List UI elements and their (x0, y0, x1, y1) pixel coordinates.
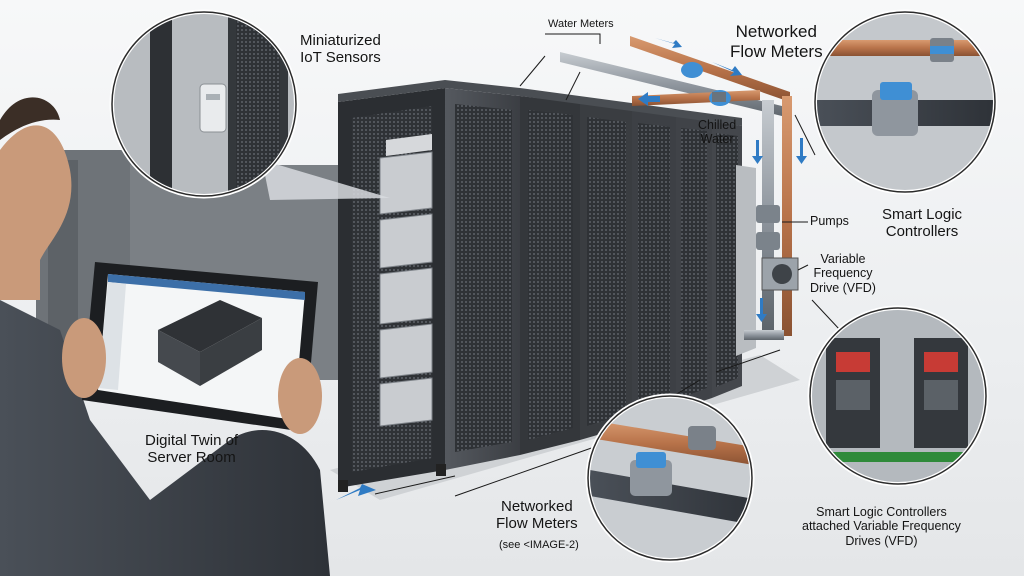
chilled-water-label: Chilled Water (698, 118, 737, 147)
pumps-label: Pumps (810, 214, 849, 228)
networked-flow-meters-top-label: Networked Flow Meters (730, 22, 823, 61)
water-meters-label: Water Meters (548, 18, 614, 30)
slc-vfd-caption: Smart Logic Controllers attached Variabl… (802, 505, 961, 548)
vfd-panel-callout (807, 305, 989, 487)
engineer-with-tablet (0, 97, 330, 576)
digital-twin-model (158, 300, 262, 386)
vfd-label: Variable Frequency Drive (VFD) (810, 252, 876, 295)
iot-callout-pointer (262, 160, 390, 200)
rack-end-panel (736, 165, 756, 356)
smart-logic-controller-callout (812, 9, 998, 195)
tablet (82, 262, 318, 432)
flow-meter-callout (585, 393, 755, 563)
flow-arrows (336, 38, 807, 500)
iot-sensors-label: Miniaturized IoT Sensors (300, 32, 381, 67)
networked-flow-meters-bottom-label: Networked Flow Meters (496, 498, 578, 533)
iot-sensor-callout (109, 9, 299, 199)
leader-lines (374, 33, 841, 497)
work-jacket (0, 300, 330, 576)
smart-logic-controllers-label: Smart Logic Controllers (882, 206, 963, 241)
server-rack-row (338, 80, 756, 492)
digital-twin-label: Digital Twin of Server Room (145, 432, 239, 467)
see-image-reference: (see <IMAGE-2) (499, 539, 579, 551)
chilled-water-piping (560, 36, 799, 340)
